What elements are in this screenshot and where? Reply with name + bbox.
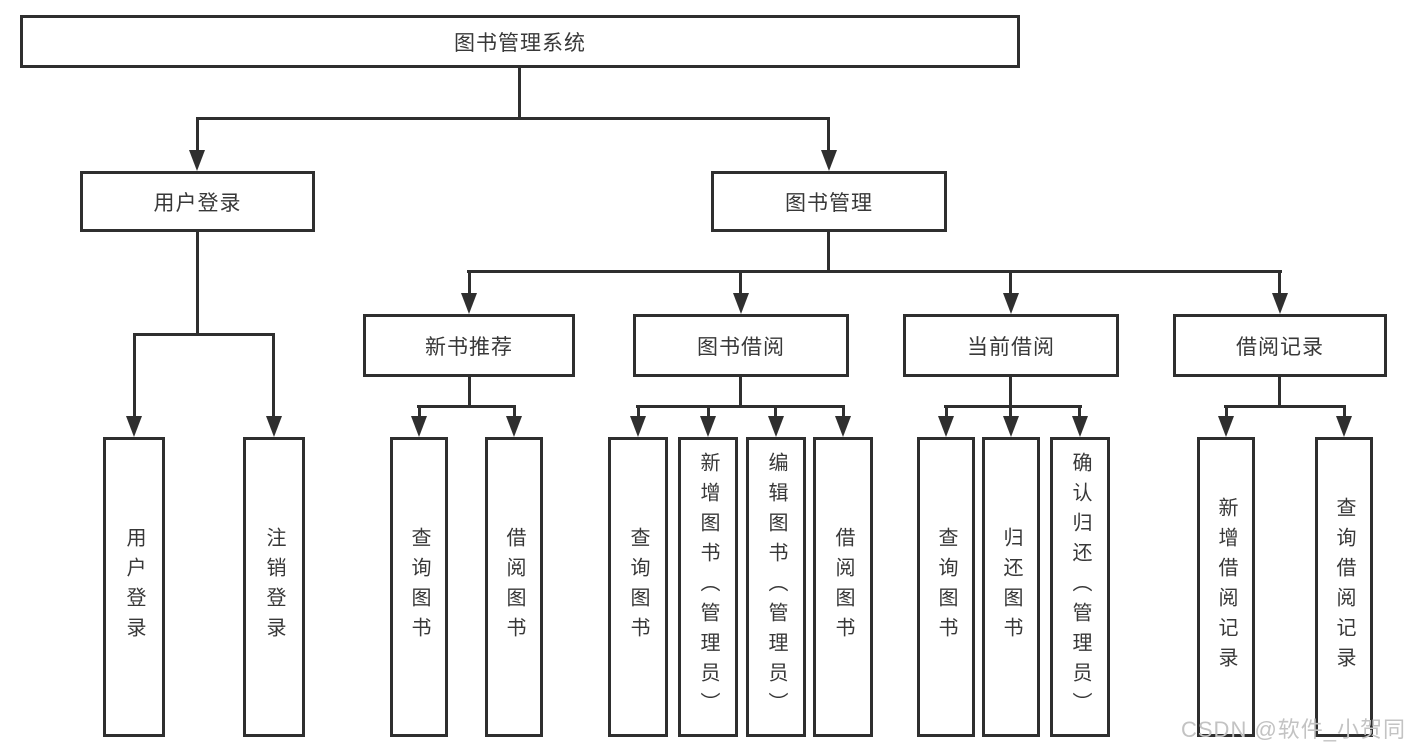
leaf-user-login: 用户登录 bbox=[103, 437, 165, 737]
connector-vline bbox=[468, 270, 471, 295]
connector-vline bbox=[418, 405, 421, 419]
leaf-label: 新增借阅记录 bbox=[1215, 497, 1237, 677]
connector-hline bbox=[133, 333, 275, 336]
leaf-label: 确认归还（管理员） bbox=[1069, 452, 1091, 722]
node-label: 借阅记录 bbox=[1236, 335, 1324, 359]
arrow-down-icon bbox=[411, 416, 427, 437]
leaf-query-books-current: 查询图书 bbox=[917, 437, 975, 737]
connector-vline bbox=[1225, 405, 1228, 419]
leaf-label: 查询借阅记录 bbox=[1333, 497, 1355, 677]
leaf-add-borrow-record: 新增借阅记录 bbox=[1197, 437, 1255, 737]
arrow-down-icon bbox=[700, 416, 716, 437]
leaf-borrow-books-recommend: 借阅图书 bbox=[485, 437, 543, 737]
connector-vline bbox=[513, 405, 516, 419]
connector-vline bbox=[827, 117, 830, 152]
node-label: 图书管理系统 bbox=[454, 31, 586, 55]
connector-vline bbox=[637, 405, 640, 419]
arrow-down-icon bbox=[506, 416, 522, 437]
leaf-label: 借阅图书 bbox=[832, 527, 854, 647]
connector-hline bbox=[1224, 405, 1346, 408]
leaf-label: 新增图书（管理员） bbox=[697, 452, 719, 722]
connector-hline bbox=[417, 405, 516, 408]
node-label: 当前借阅 bbox=[967, 335, 1055, 359]
arrow-down-icon bbox=[835, 416, 851, 437]
leaf-add-books-admin: 新增图书（管理员） bbox=[678, 437, 738, 737]
arrow-down-icon bbox=[938, 416, 954, 437]
leaf-label: 查询图书 bbox=[408, 527, 430, 647]
connector-hline bbox=[636, 405, 845, 408]
connector-vline bbox=[774, 405, 777, 419]
arrow-down-icon bbox=[1072, 416, 1088, 437]
connector-hline bbox=[196, 117, 830, 120]
arrow-down-icon bbox=[1218, 416, 1234, 437]
connector-vline bbox=[196, 232, 199, 336]
leaf-query-books-borrow: 查询图书 bbox=[608, 437, 668, 737]
connector-vline bbox=[1278, 270, 1281, 295]
connector-vline bbox=[707, 405, 710, 419]
arrow-down-icon bbox=[1003, 293, 1019, 314]
node-borrow-records: 借阅记录 bbox=[1173, 314, 1387, 377]
connector-vline bbox=[1009, 270, 1012, 295]
arrow-down-icon bbox=[768, 416, 784, 437]
node-library-system: 图书管理系统 bbox=[20, 15, 1020, 68]
connector-vline bbox=[827, 232, 830, 273]
arrow-down-icon bbox=[461, 293, 477, 314]
connector-vline bbox=[1343, 405, 1346, 419]
connector-vline bbox=[1009, 405, 1012, 419]
connector-vline bbox=[945, 405, 948, 419]
connector-vline bbox=[518, 68, 521, 119]
connector-vline bbox=[1009, 377, 1012, 408]
leaf-label: 查询图书 bbox=[627, 527, 649, 647]
node-label: 用户登录 bbox=[153, 191, 242, 215]
node-label: 新书推荐 bbox=[425, 335, 513, 359]
node-label: 图书管理 bbox=[785, 191, 873, 215]
leaf-label: 查询图书 bbox=[935, 527, 957, 647]
connector-vline bbox=[133, 333, 136, 418]
node-current-borrowing: 当前借阅 bbox=[903, 314, 1119, 377]
leaf-label: 编辑图书（管理员） bbox=[765, 452, 787, 722]
connector-hline bbox=[467, 270, 1282, 273]
arrow-down-icon bbox=[1272, 293, 1288, 314]
arrow-down-icon bbox=[189, 150, 205, 171]
leaf-return-books: 归还图书 bbox=[982, 437, 1040, 737]
leaf-label: 归还图书 bbox=[1000, 527, 1022, 647]
csdn-watermark: CSDN @软件_小贺同学 bbox=[1181, 717, 1405, 742]
connector-vline bbox=[1078, 405, 1081, 419]
node-user-login: 用户登录 bbox=[80, 171, 315, 232]
node-book-borrowing: 图书借阅 bbox=[633, 314, 849, 377]
connector-vline bbox=[842, 405, 845, 419]
arrow-down-icon bbox=[1003, 416, 1019, 437]
arrow-down-icon bbox=[126, 416, 142, 437]
leaf-borrow-books-borrow: 借阅图书 bbox=[813, 437, 873, 737]
leaf-query-books-recommend: 查询图书 bbox=[390, 437, 448, 737]
node-book-management: 图书管理 bbox=[711, 171, 947, 232]
arrow-down-icon bbox=[266, 416, 282, 437]
leaf-confirm-return-admin: 确认归还（管理员） bbox=[1050, 437, 1110, 737]
node-new-book-recommend: 新书推荐 bbox=[363, 314, 575, 377]
arrow-down-icon bbox=[630, 416, 646, 437]
connector-vline bbox=[196, 117, 199, 152]
connector-hline bbox=[944, 405, 1082, 408]
arrow-down-icon bbox=[733, 293, 749, 314]
connector-vline bbox=[739, 270, 742, 295]
leaf-logout: 注销登录 bbox=[243, 437, 305, 737]
arrow-down-icon bbox=[1336, 416, 1352, 437]
node-label: 图书借阅 bbox=[697, 335, 785, 359]
connector-vline bbox=[272, 333, 275, 418]
leaf-query-borrow-record: 查询借阅记录 bbox=[1315, 437, 1373, 737]
arrow-down-icon bbox=[821, 150, 837, 171]
leaf-edit-books-admin: 编辑图书（管理员） bbox=[746, 437, 806, 737]
connector-vline bbox=[739, 377, 742, 408]
leaf-label: 用户登录 bbox=[123, 527, 145, 647]
connector-vline bbox=[468, 377, 471, 408]
leaf-label: 注销登录 bbox=[263, 527, 285, 647]
connector-vline bbox=[1278, 377, 1281, 408]
leaf-label: 借阅图书 bbox=[503, 527, 525, 647]
